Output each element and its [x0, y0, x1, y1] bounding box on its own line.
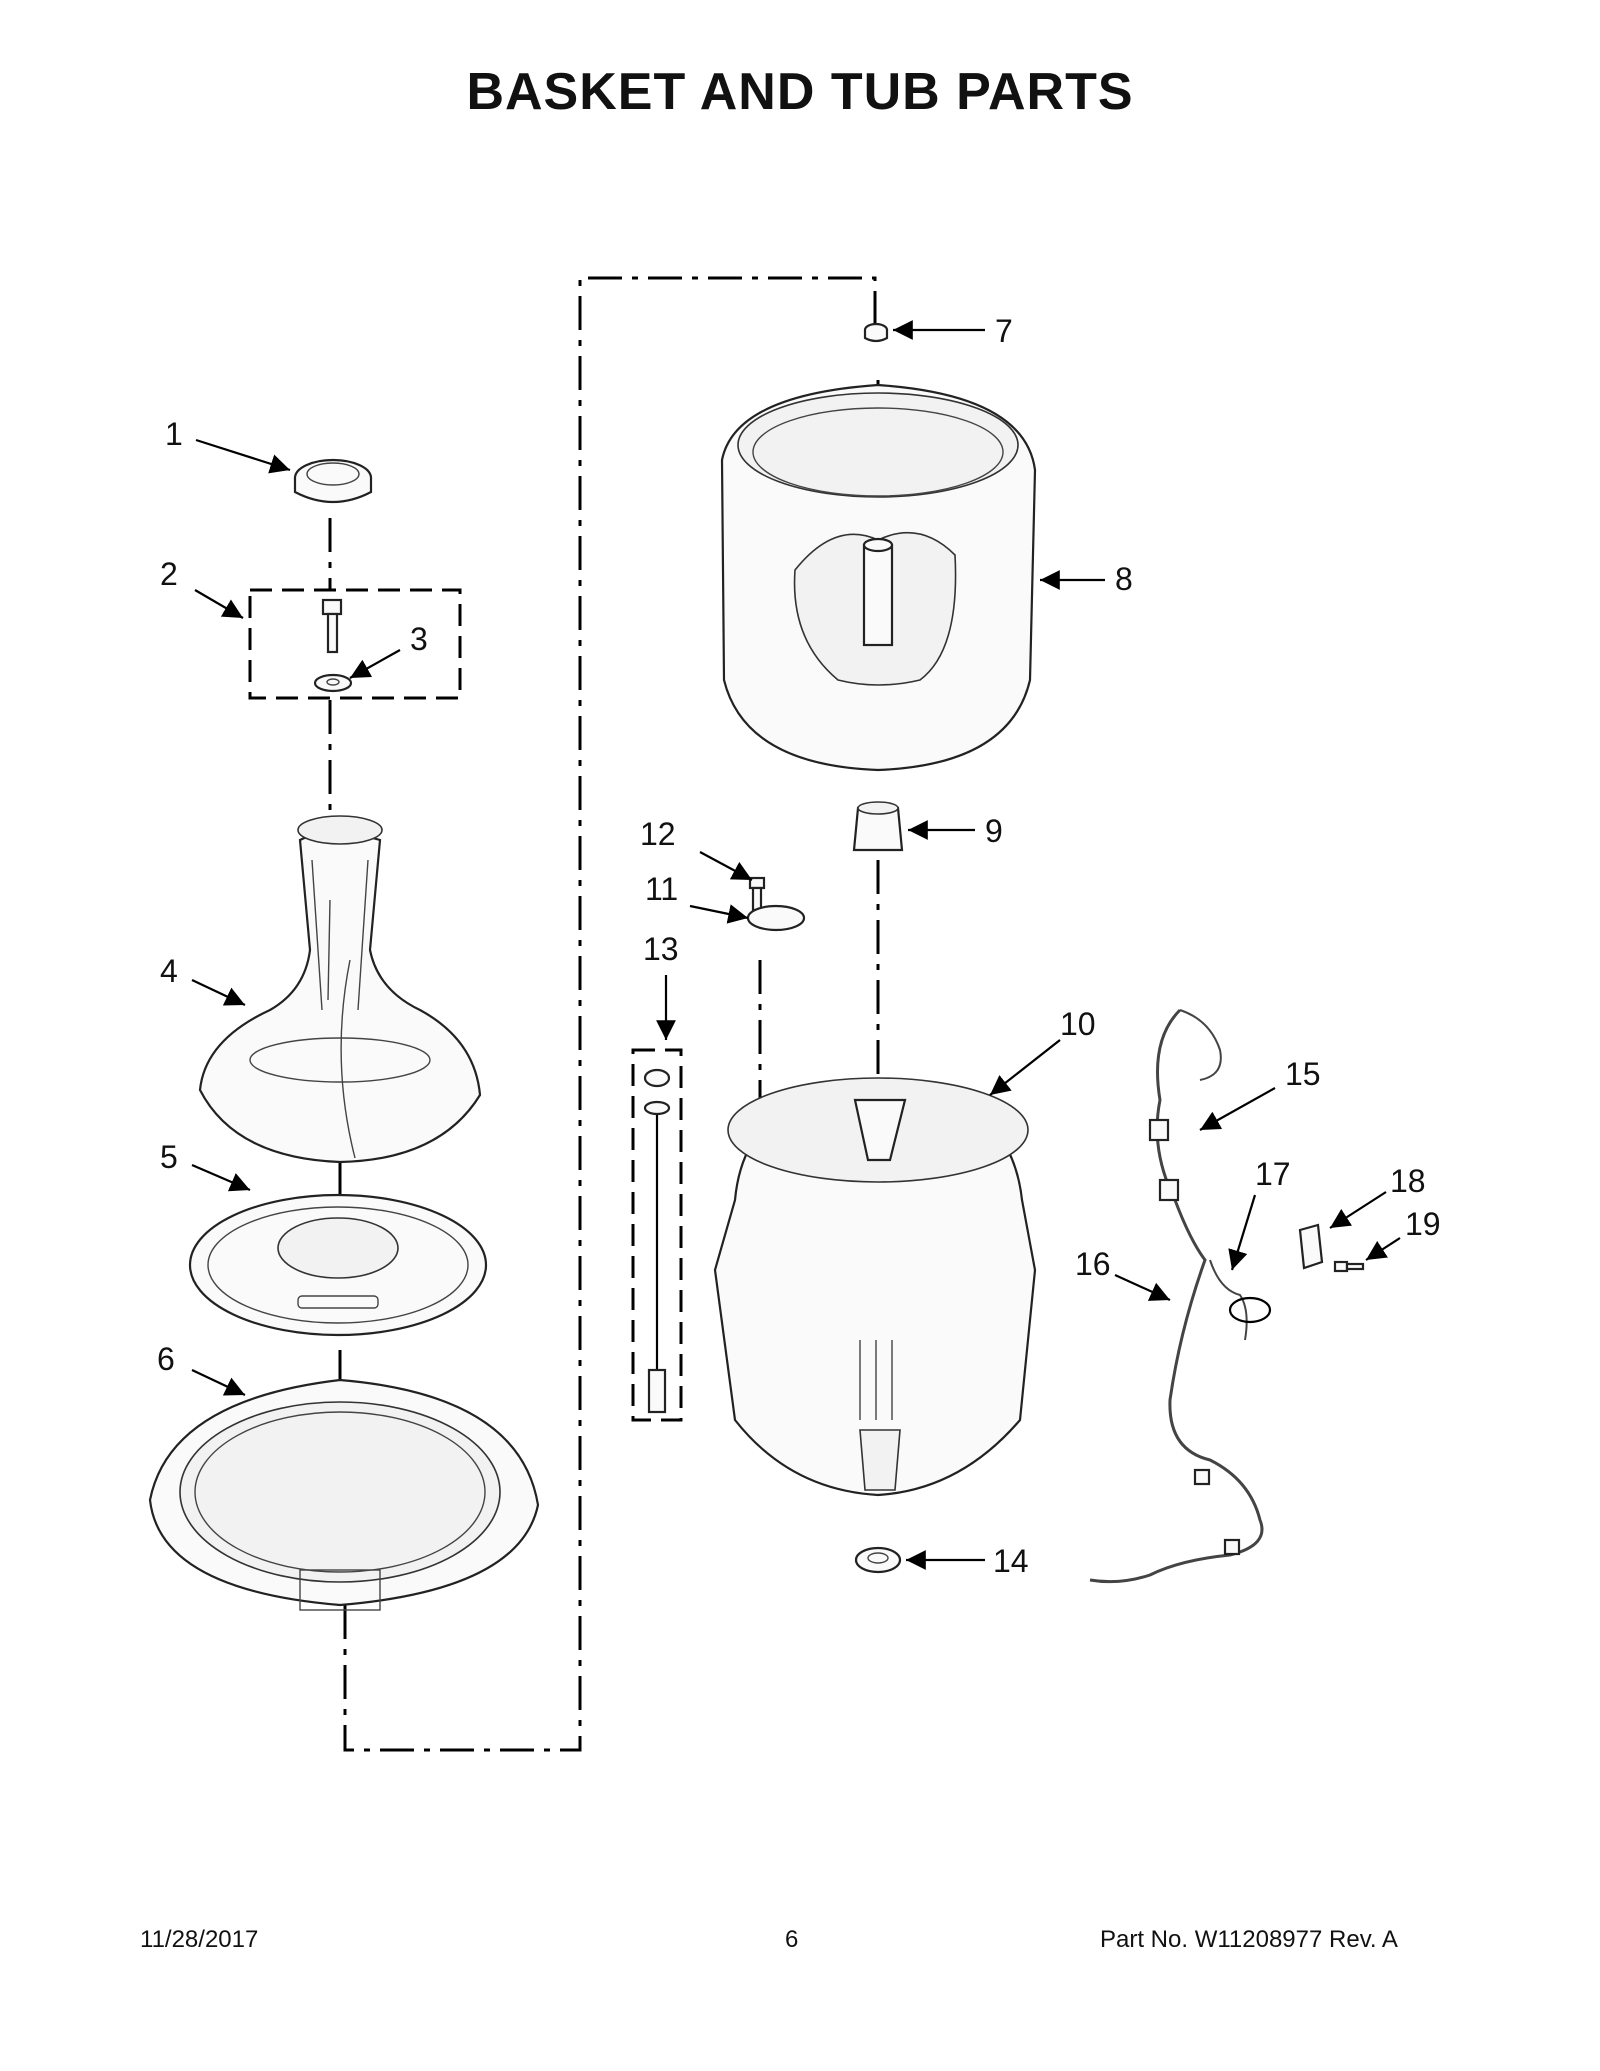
- page-title: BASKET AND TUB PARTS: [466, 63, 1134, 121]
- rod-group-box: [631, 1048, 683, 1422]
- callout-13: 13: [643, 931, 679, 967]
- callout-15: 15: [1285, 1056, 1321, 1092]
- part-10-tub: [713, 1077, 1037, 1497]
- callout-2: 2: [160, 556, 178, 592]
- callout-12: 12: [640, 816, 676, 852]
- callout-labels: 1 2 3 4 5 6 7 8 9 10 11 12 13 14 15 16 1…: [157, 313, 1441, 1579]
- callout-19: 19: [1405, 1206, 1441, 1242]
- footer-page-number: 6: [785, 1926, 799, 1953]
- callout-17: 17: [1255, 1156, 1291, 1192]
- part-15-wire-harness: [1089, 1008, 1272, 1584]
- callout-9: 9: [985, 813, 1003, 849]
- callout-14: 14: [993, 1543, 1029, 1579]
- part-8-basket: [720, 383, 1037, 772]
- footer-date: 11/28/2017: [140, 1926, 259, 1953]
- part-19-screw: [1333, 1260, 1365, 1273]
- part-9-coupler: [852, 801, 904, 852]
- part-11-cover: [746, 904, 806, 932]
- part-5-plate: [188, 1193, 488, 1337]
- part-13-rod: [643, 1068, 671, 1414]
- callout-7: 7: [995, 313, 1013, 349]
- footer-part-number: Part No. W11208977 Rev. A: [1100, 1926, 1398, 1953]
- callout-1: 1: [165, 416, 183, 452]
- part-2-bolt: [321, 598, 343, 654]
- callout-10: 10: [1060, 1006, 1096, 1042]
- part-1-cap: [293, 458, 373, 504]
- callout-16: 16: [1075, 1246, 1111, 1282]
- part-18-clip: [1298, 1223, 1324, 1270]
- callout-3: 3: [410, 621, 428, 657]
- bolt-washer-group-box: [248, 588, 462, 700]
- callout-11: 11: [645, 871, 678, 907]
- part-6-ring: [148, 1378, 540, 1611]
- part-12-screw: [748, 876, 766, 912]
- part-3-washer: [313, 673, 353, 693]
- callout-6: 6: [157, 1341, 175, 1377]
- callout-5: 5: [160, 1139, 178, 1175]
- part-14-seal: [854, 1546, 902, 1574]
- leader-arrows: [191, 320, 1401, 1570]
- callout-8: 8: [1115, 561, 1133, 597]
- part-7-nut: [863, 322, 889, 343]
- part-4-impeller: [198, 815, 482, 1164]
- callout-18: 18: [1390, 1163, 1426, 1199]
- callout-4: 4: [160, 953, 178, 989]
